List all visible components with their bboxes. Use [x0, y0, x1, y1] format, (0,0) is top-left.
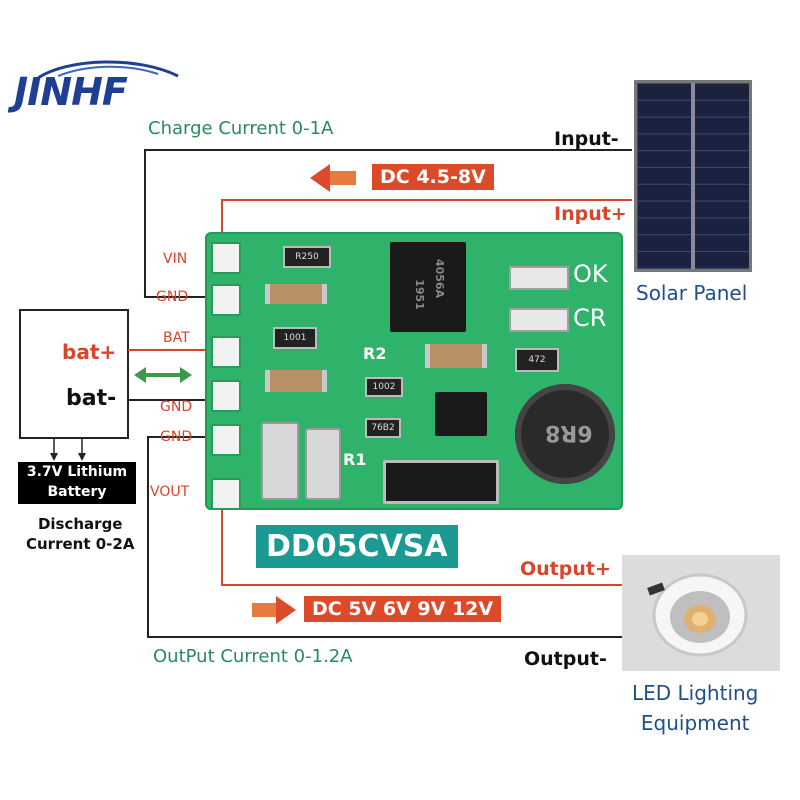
pad-vin: [211, 242, 241, 274]
bat-plus-label: bat+: [62, 340, 117, 364]
battery-badge: 3.7V Lithium Battery: [18, 462, 136, 504]
pin-label-gnd-3: GND: [160, 429, 193, 445]
capacitor: [265, 284, 327, 304]
resistor-r250: R250: [283, 246, 331, 268]
schottky-diode: [383, 460, 499, 504]
resistor-76b2: 76B2: [365, 418, 401, 438]
output-current-label: OutPut Current 0-1.2A: [153, 646, 353, 667]
resistor-1001: 1001: [273, 327, 317, 349]
silk-ok: OK: [573, 260, 608, 288]
solar-panel-label: Solar Panel: [636, 281, 748, 305]
discharge-current-label: Discharge Current 0-2A: [26, 515, 135, 553]
input-plus-label: Input+: [554, 203, 627, 225]
pin-label-bat: BAT: [163, 330, 190, 346]
pad-gnd-3: [211, 424, 241, 456]
battery-label-line1: 3.7V Lithium: [26, 464, 128, 480]
pad-gnd-2: [211, 380, 241, 412]
output-minus-label: Output-: [524, 648, 607, 670]
pin-label-gnd-1: GND: [156, 289, 189, 305]
capacitor: [425, 344, 487, 368]
led-lamp-image: [622, 555, 780, 671]
bidirectional-arrow-icon: [134, 367, 192, 383]
input-plus-wire: [221, 199, 632, 244]
led-equipment-label: LED Lighting Equipment: [632, 681, 759, 735]
silk-cr: CR: [573, 304, 607, 332]
solar-panel-image: [634, 80, 752, 272]
input-arrow-icon: [310, 164, 356, 192]
model-badge: DD05CVSA: [256, 525, 458, 568]
pcb-board: R250 4056A 1951 1001 1002 76B2 472 OK CR…: [205, 232, 623, 510]
logo-text: JINHF: [14, 70, 128, 114]
pad-vout: [211, 478, 241, 510]
converter-ic: [435, 392, 487, 436]
pin-label-gnd-2: GND: [160, 399, 193, 415]
input-minus-wire: [144, 149, 632, 298]
output-plus-label: Output+: [520, 558, 611, 580]
inductor: 6R8: [515, 384, 615, 484]
output-voltage-badge: DC 5V 6V 9V 12V: [304, 596, 502, 622]
charger-ic: 4056A 1951: [390, 242, 466, 332]
output-minus-wire: [147, 436, 622, 638]
brand-logo: JINHF: [8, 56, 179, 116]
resistor-472: 472: [515, 348, 559, 372]
bulk-capacitor: [305, 428, 341, 500]
resistor-1002: 1002: [365, 377, 403, 397]
silk-r2: R2: [363, 344, 387, 363]
charge-current-label: Charge Current 0-1A: [148, 118, 334, 139]
output-plus-wire: [221, 502, 622, 586]
bulk-capacitor: [261, 422, 299, 500]
input-voltage-badge: DC 4.5-8V: [372, 164, 494, 190]
pin-label-vin: VIN: [163, 251, 188, 267]
silk-r1: R1: [343, 450, 367, 469]
battery-label-line2: Battery: [47, 484, 107, 500]
input-minus-label: Input-: [554, 128, 619, 150]
pin-label-vout: VOUT: [150, 484, 190, 500]
battery-box: [19, 309, 129, 439]
pad-bat: [211, 336, 241, 368]
pad-gnd-1: [211, 284, 241, 316]
capacitor: [265, 370, 327, 392]
led-cr: [509, 308, 569, 332]
bat-minus-label: bat-: [66, 386, 117, 411]
output-arrow-icon: [252, 596, 296, 624]
led-ok: [509, 266, 569, 290]
